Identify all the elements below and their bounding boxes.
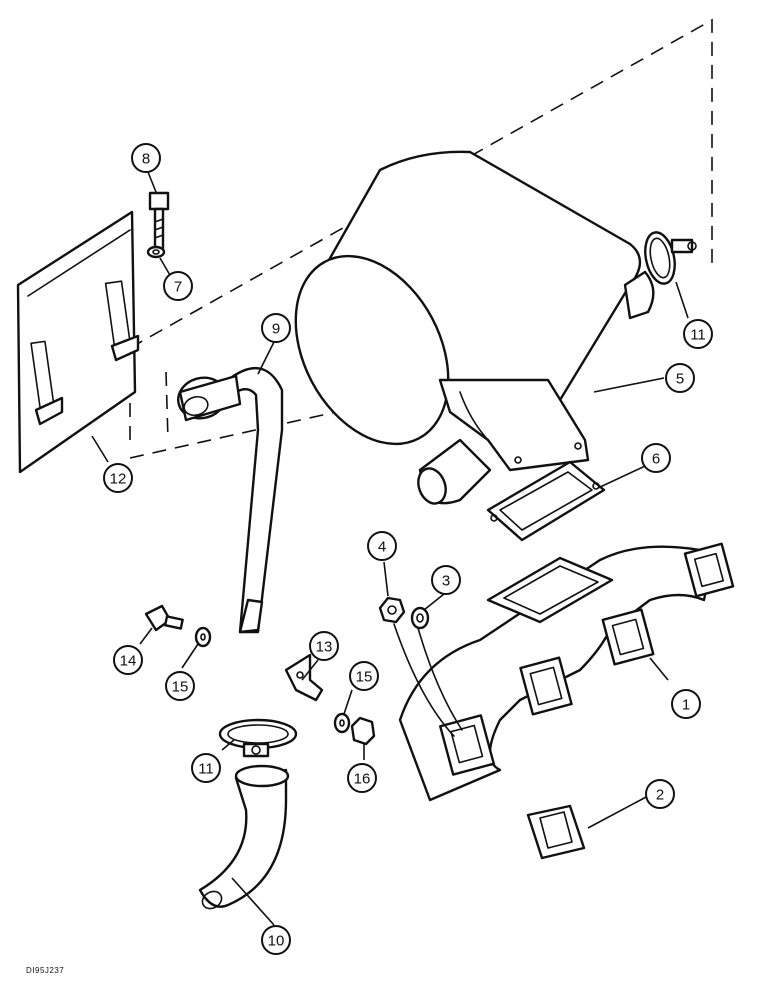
callout-number: 2	[656, 787, 664, 804]
nut	[378, 596, 406, 624]
callout-number: 12	[110, 471, 127, 488]
bolt-small	[144, 604, 184, 632]
callout-circle	[683, 319, 713, 349]
callout-6: 6	[641, 443, 671, 473]
callout-14: 14	[113, 645, 143, 675]
callout-3: 3	[431, 565, 461, 595]
callout-7: 7	[163, 271, 193, 301]
stud-guide-line-2	[417, 627, 463, 731]
callout-number: 3	[442, 573, 450, 590]
callout-circle	[665, 363, 695, 393]
callout-circle	[671, 689, 701, 719]
washer-manifold	[410, 606, 430, 630]
callout-1: 1	[671, 689, 701, 719]
manifold-gasket	[526, 804, 586, 860]
callout-number: 1	[682, 697, 690, 714]
callout-number: 10	[268, 933, 285, 950]
washer	[146, 245, 166, 259]
callout-circle	[641, 443, 671, 473]
callout-circle	[261, 313, 291, 343]
callout-circle	[163, 271, 193, 301]
exhaust-tube	[177, 366, 284, 634]
stud-guide-line-1	[393, 623, 455, 737]
callout-number: 7	[174, 279, 182, 296]
exhaust-manifold	[398, 542, 735, 802]
washer-right	[333, 712, 351, 734]
clamp-lower	[218, 718, 298, 758]
callout-15: 15	[349, 661, 379, 691]
callout-number: 9	[272, 321, 280, 338]
callout-circle	[431, 565, 461, 595]
callout-circle	[309, 631, 339, 661]
callout-number: 8	[142, 151, 150, 168]
lower-pipe	[198, 764, 290, 910]
callout-12: 12	[103, 463, 133, 493]
callout-5: 5	[665, 363, 695, 393]
callout-circle	[113, 645, 143, 675]
callout-8: 8	[131, 143, 161, 173]
callout-number: 11	[198, 761, 214, 778]
muffler	[294, 150, 655, 505]
nut-right	[350, 716, 376, 746]
callout-number: 13	[316, 639, 333, 656]
callout-circle	[367, 531, 397, 561]
callout-circle	[165, 671, 195, 701]
callout-number: 11	[690, 327, 706, 344]
callout-11: 11	[683, 319, 713, 349]
clamp-upper	[644, 231, 697, 285]
callout-number: 16	[354, 771, 371, 788]
callout-circle	[347, 763, 377, 793]
callout-13: 13	[309, 631, 339, 661]
callout-15: 15	[165, 671, 195, 701]
callout-number: 14	[120, 653, 137, 670]
callout-circle	[131, 143, 161, 173]
callout-circle	[645, 779, 675, 809]
heat-shield	[16, 210, 140, 474]
bolt	[148, 191, 170, 251]
callout-number: 15	[356, 669, 373, 686]
callout-number: 6	[652, 451, 660, 468]
callout-circle	[103, 463, 133, 493]
callout-circle	[261, 925, 291, 955]
washer-left	[194, 626, 212, 648]
callout-16: 16	[347, 763, 377, 793]
gasket-muffler	[486, 460, 606, 542]
callout-circle	[349, 661, 379, 691]
leader-lines	[91, 171, 689, 926]
callout-number: 15	[172, 679, 189, 696]
callout-11: 11	[191, 753, 221, 783]
callout-number: 5	[676, 371, 684, 388]
callout-2: 2	[645, 779, 675, 809]
callout-9: 9	[261, 313, 291, 343]
drawing-code: DI95J237	[26, 966, 65, 975]
callout-4: 4	[367, 531, 397, 561]
callout-10: 10	[261, 925, 291, 955]
callout-number: 4	[378, 539, 386, 556]
callout-circle	[191, 753, 221, 783]
